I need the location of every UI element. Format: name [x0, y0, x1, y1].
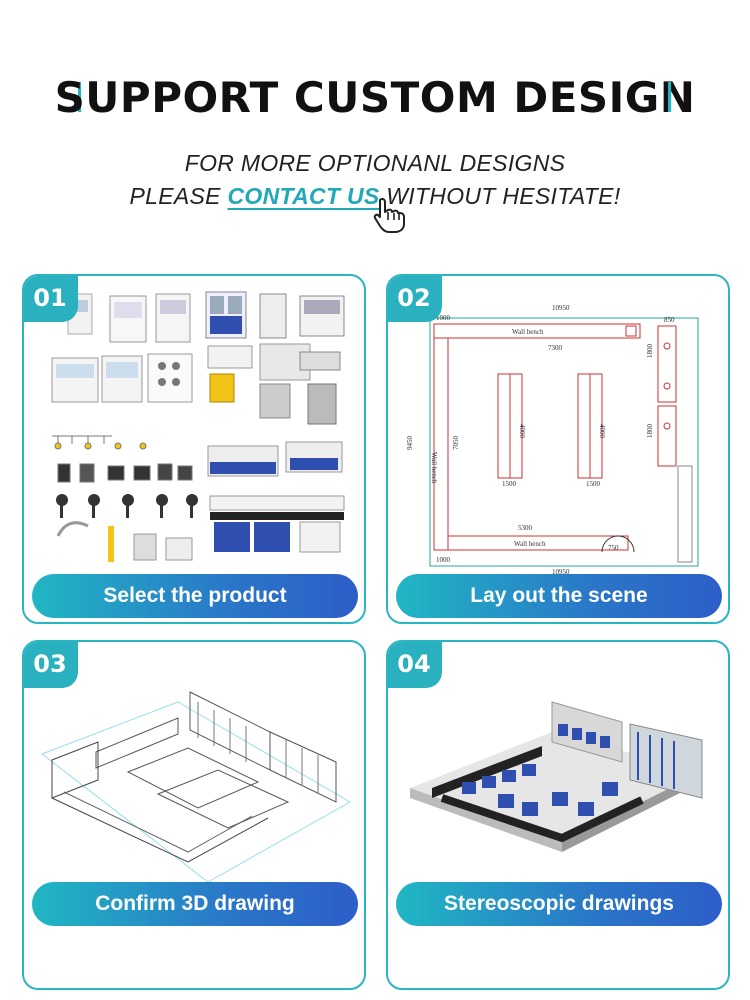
title-divider-left — [78, 82, 81, 112]
wall-bench-bottom-label: Wall bench — [514, 540, 546, 548]
page-title: SUPPORT CUSTOM DESIGN — [54, 73, 696, 122]
page-header: SUPPORT CUSTOM DESIGN — [0, 72, 750, 124]
pointing-hand-icon — [373, 198, 405, 233]
contact-us-link[interactable]: CONTACT US — [227, 183, 380, 209]
subtitle-prefix: PLEASE — [129, 183, 228, 209]
island-length-1: 4000 — [518, 424, 526, 439]
plan-corner-bottom: 1000 — [436, 556, 451, 564]
plan-corner-top: 1000 — [436, 314, 451, 322]
plan-inner-bottom-dimension: 5300 — [518, 524, 533, 532]
wall-bench-left-label: Wall bench — [430, 452, 438, 484]
subtitle-line-1: FOR MORE OPTIONANL DESIGNS — [184, 150, 566, 176]
plan-left-dimension: 9450 — [406, 436, 414, 451]
wall-bench-top-label: Wall bench — [512, 328, 544, 336]
stereoscopic-render-image — [410, 701, 703, 852]
step-card-select-product: 01 Select the product — [22, 274, 366, 624]
3d-wireframe-drawing — [40, 691, 352, 883]
plan-dimension-850: 850 — [664, 316, 675, 324]
step-number: 02 — [388, 276, 442, 322]
step-card-confirm-3d: 03 Confirm 3D drawing — [22, 640, 366, 990]
step-number: 04 — [388, 642, 442, 688]
island-width-1: 1500 — [502, 480, 517, 488]
product-collage-image — [51, 291, 345, 562]
step-card-stereoscopic: 04 Stereoscopic drawings — [386, 640, 730, 990]
layout-scene-button[interactable]: Lay out the scene — [396, 574, 722, 618]
step-number: 03 — [24, 642, 78, 688]
island-length-2: 4000 — [598, 424, 606, 439]
subtitle-suffix: WITHOUT HESITATE! — [379, 183, 621, 209]
plan-left-inner-dimension: 7050 — [452, 436, 460, 451]
confirm-3d-button[interactable]: Confirm 3D drawing — [32, 882, 358, 926]
stereoscopic-drawings-button[interactable]: Stereoscopic drawings — [396, 882, 722, 926]
right-dimension-1: 1800 — [646, 344, 654, 359]
step-number: 01 — [24, 276, 78, 322]
plan-dimension-750: 750 — [608, 544, 619, 552]
plan-top-dimension: 10950 — [552, 304, 570, 312]
step-card-layout-scene: 10950 10950 9450 Wall bench 7300 Wall be… — [386, 274, 730, 624]
plan-inner-top-dimension: 7300 — [548, 344, 563, 352]
right-dimension-2: 1800 — [646, 424, 654, 439]
select-product-button[interactable]: Select the product — [32, 574, 358, 618]
title-divider-right — [668, 82, 671, 112]
floor-plan-drawing: 10950 10950 9450 Wall bench 7300 Wall be… — [406, 304, 699, 576]
plan-bottom-dimension: 10950 — [552, 568, 570, 576]
subtitle-line-2: PLEASE CONTACT US WITHOUT HESITATE! — [0, 183, 750, 210]
island-width-2: 1500 — [586, 480, 601, 488]
